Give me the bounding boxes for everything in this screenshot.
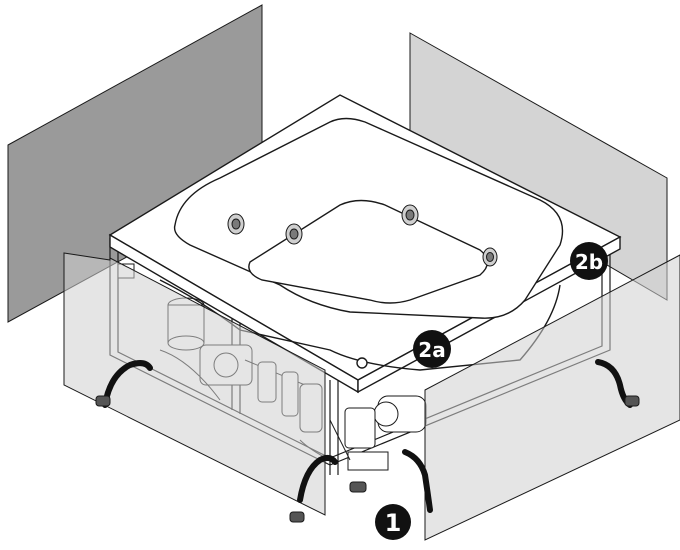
- callout-2b-label: 2b: [575, 250, 603, 274]
- callout-1: 1: [375, 504, 411, 540]
- jet-nozzles: [227, 204, 498, 267]
- callout-2a: 2a: [413, 330, 451, 368]
- jet-nozzle-icon: [285, 223, 303, 245]
- callout-2b: 2b: [570, 242, 608, 280]
- seal-strip-icon: [297, 454, 338, 503]
- adjustable-feet: [95, 395, 640, 523]
- callout-1-label: 1: [385, 509, 402, 537]
- jet-nozzle-icon: [482, 247, 498, 267]
- jet-nozzle-icon: [401, 204, 419, 226]
- adjustable-foot-icon: [95, 395, 111, 407]
- bathtub: [108, 94, 622, 394]
- callout-2a-label: 2a: [418, 338, 445, 362]
- adjustable-foot-icon: [289, 511, 305, 523]
- adjustable-foot-icon: [349, 481, 367, 493]
- front-left-panel: [63, 252, 326, 516]
- adjustable-foot-icon: [624, 395, 640, 407]
- seal-strip-icon: [402, 449, 433, 513]
- jet-nozzle-icon: [227, 213, 245, 235]
- seal-strip-icon: [102, 360, 153, 408]
